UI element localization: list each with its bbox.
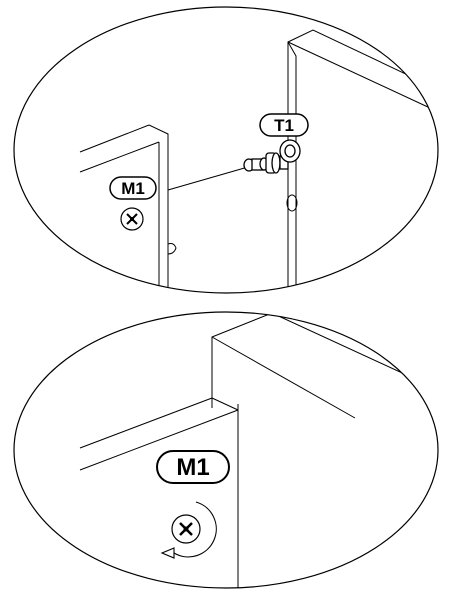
rotate-arrow-icon: [160, 501, 217, 559]
left-board: [79, 397, 239, 471]
left-board: [79, 124, 169, 290]
dowel-hole: [286, 194, 298, 212]
screw-head-icon: [120, 207, 144, 231]
cam-fitting-icon: [243, 139, 301, 174]
right-board: [211, 312, 438, 588]
svg-text:T1: T1: [274, 116, 294, 135]
label-m1-bottom: M1: [156, 450, 230, 484]
step-1-panel: M1 T1: [13, 6, 439, 294]
guide-line: [167, 166, 249, 191]
label-m1-top: M1: [109, 176, 157, 200]
panel-2-frame: [13, 311, 439, 589]
svg-text:M1: M1: [176, 454, 209, 481]
step-2-panel: M1: [13, 311, 439, 589]
label-t1: T1: [259, 113, 309, 137]
panel-1-frame: [13, 6, 439, 294]
right-board: [287, 29, 438, 290]
screw-head-icon: [171, 514, 201, 544]
svg-text:M1: M1: [121, 179, 145, 198]
edge-screw-icon: [167, 243, 177, 255]
